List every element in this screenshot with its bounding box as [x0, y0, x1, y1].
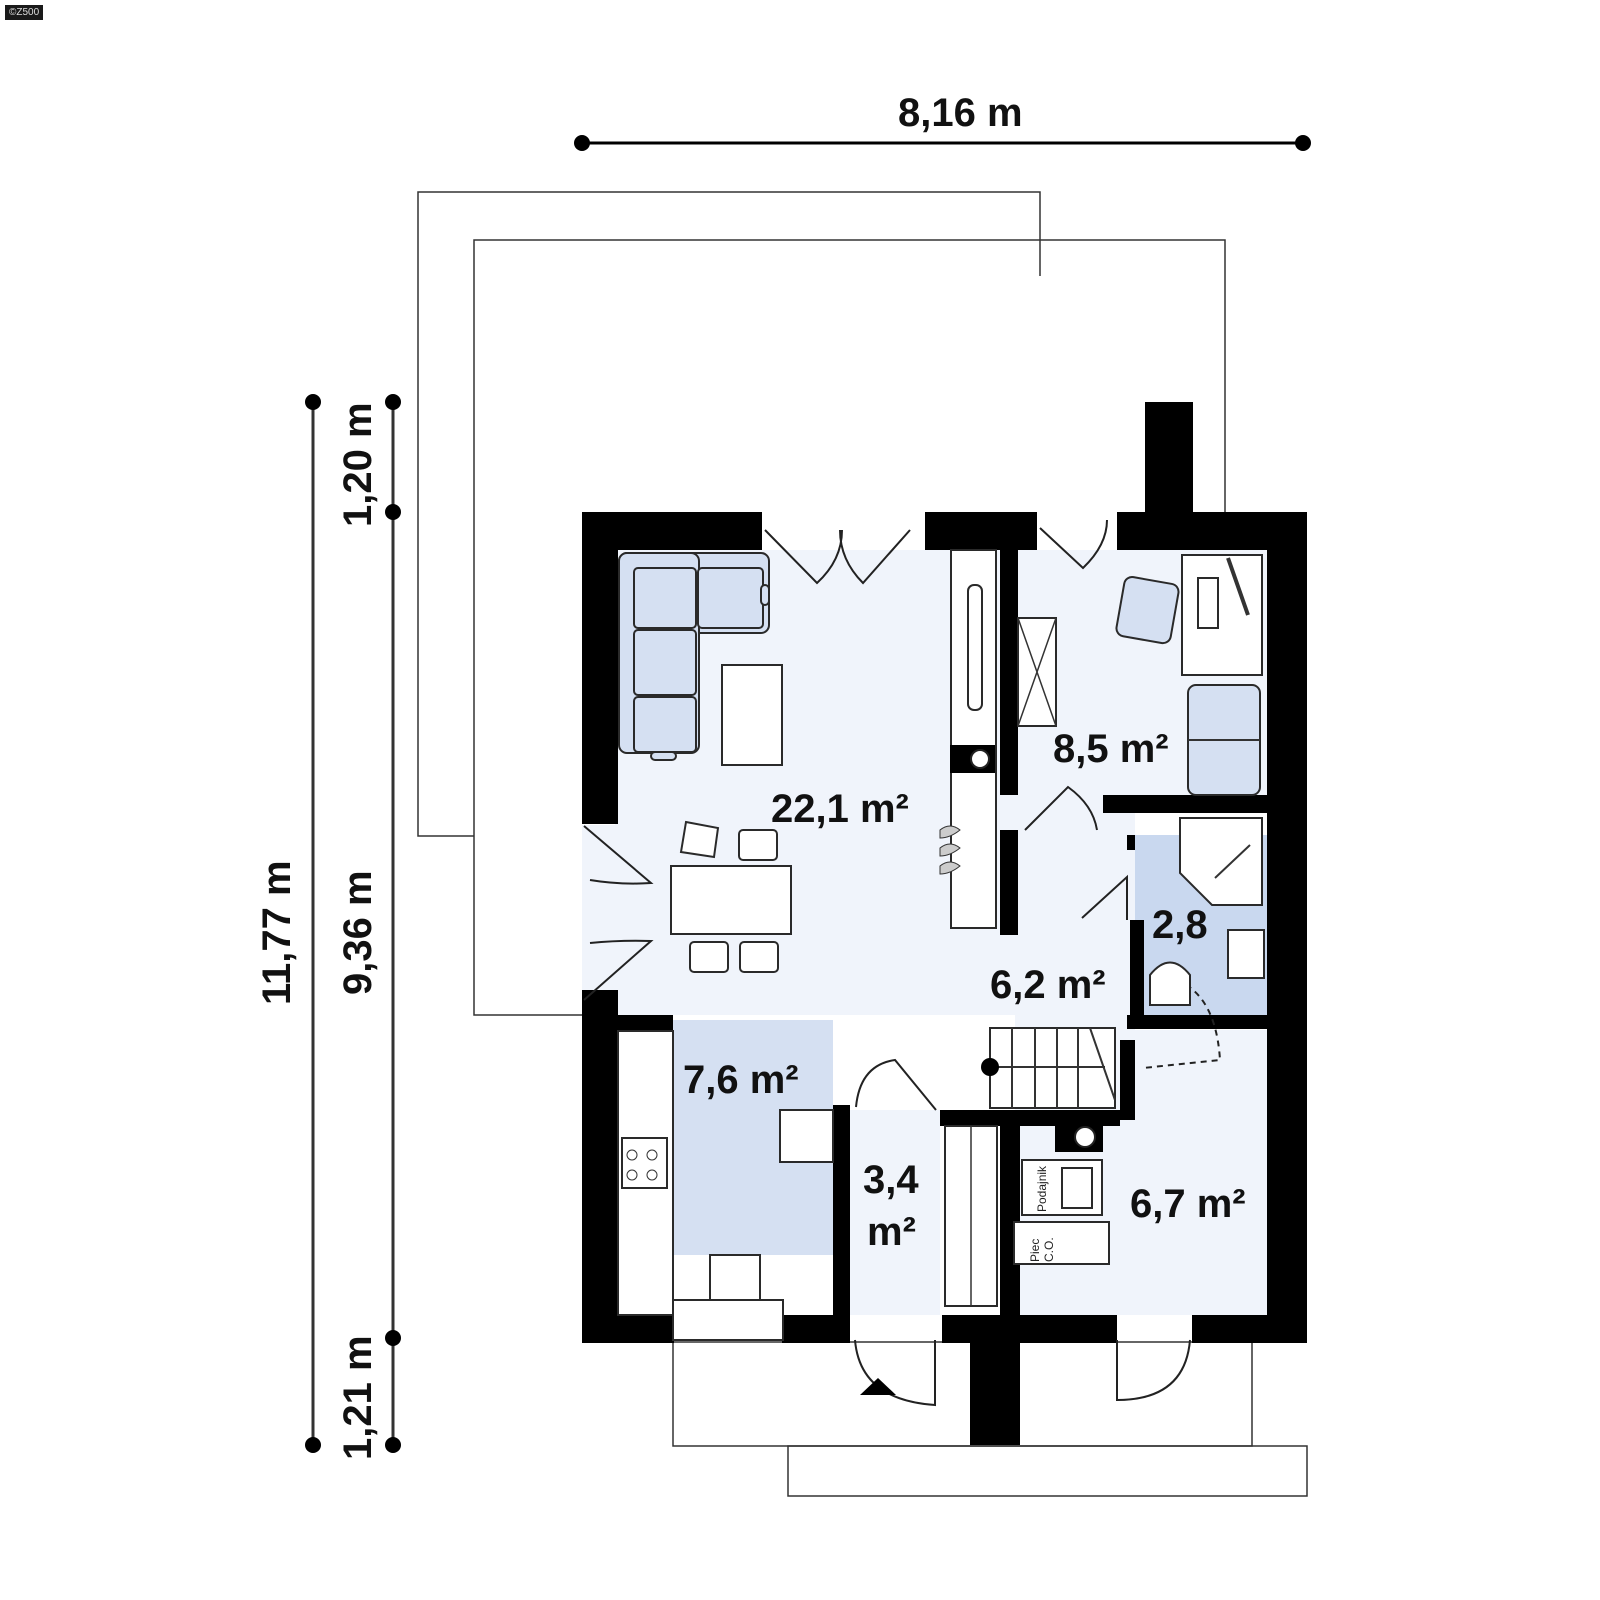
- dimension-left-parts: 1,20 m 9,36 m 1,21 m: [336, 394, 401, 1460]
- dining-set: [670, 820, 792, 973]
- building-height-label: 9,36 m: [336, 870, 380, 995]
- furnace-label-1: Piec: [1028, 1239, 1042, 1262]
- walls: [582, 402, 1307, 1445]
- fridge-icon: [779, 1109, 834, 1163]
- bottom-offset-label: 1,21 m: [336, 1335, 380, 1460]
- bathroom-area: 2,8: [1152, 903, 1208, 947]
- boiler-room-area: 6,7 m²: [1130, 1182, 1246, 1226]
- vestibule-area-2: m²: [867, 1210, 916, 1254]
- tv-icon: [967, 584, 983, 711]
- desk: [1181, 554, 1263, 676]
- dimension-top: 8,16 m: [574, 91, 1311, 151]
- vestibule-area-1: 3,4: [863, 1158, 919, 1202]
- entrance-arrow-icon: [860, 1378, 896, 1395]
- watermark: ©Z500: [5, 5, 44, 20]
- top-offset-label: 1,20 m: [336, 402, 380, 527]
- furnace-label-2: C.O.: [1042, 1237, 1056, 1262]
- coffee-table: [721, 664, 783, 766]
- staircase: [981, 1027, 1116, 1109]
- monitor-icon: [1226, 557, 1250, 616]
- height-total-label: 11,77 m: [255, 860, 299, 1005]
- furnace-unit: [1013, 1221, 1110, 1265]
- kitchen-units: [617, 1030, 834, 1341]
- dimension-left-total: 11,77 m: [255, 394, 321, 1453]
- washbasin-icon: [1227, 929, 1265, 979]
- sofa-corner: [618, 552, 770, 761]
- toilet-icon: [1149, 961, 1191, 1006]
- cooktop-icon: [621, 1137, 668, 1189]
- office-area: 8,5 m²: [1053, 727, 1169, 771]
- living-room-area: 22,1 m²: [771, 787, 909, 831]
- width-total-label: 8,16 m: [898, 91, 1023, 135]
- kitchen-area: 7,6 m²: [683, 1058, 799, 1102]
- computer-icon: [1197, 577, 1219, 629]
- roof-outlines: [417, 191, 1308, 1497]
- sink-icon: [709, 1254, 761, 1301]
- fireplace-icon: [939, 825, 961, 875]
- feeder-label: Podajnik: [1035, 1165, 1049, 1212]
- hall-area: 6,2 m²: [990, 963, 1106, 1007]
- shower-icon: [1179, 817, 1263, 906]
- office-sofa: [1187, 684, 1261, 796]
- armchair: [1115, 576, 1180, 645]
